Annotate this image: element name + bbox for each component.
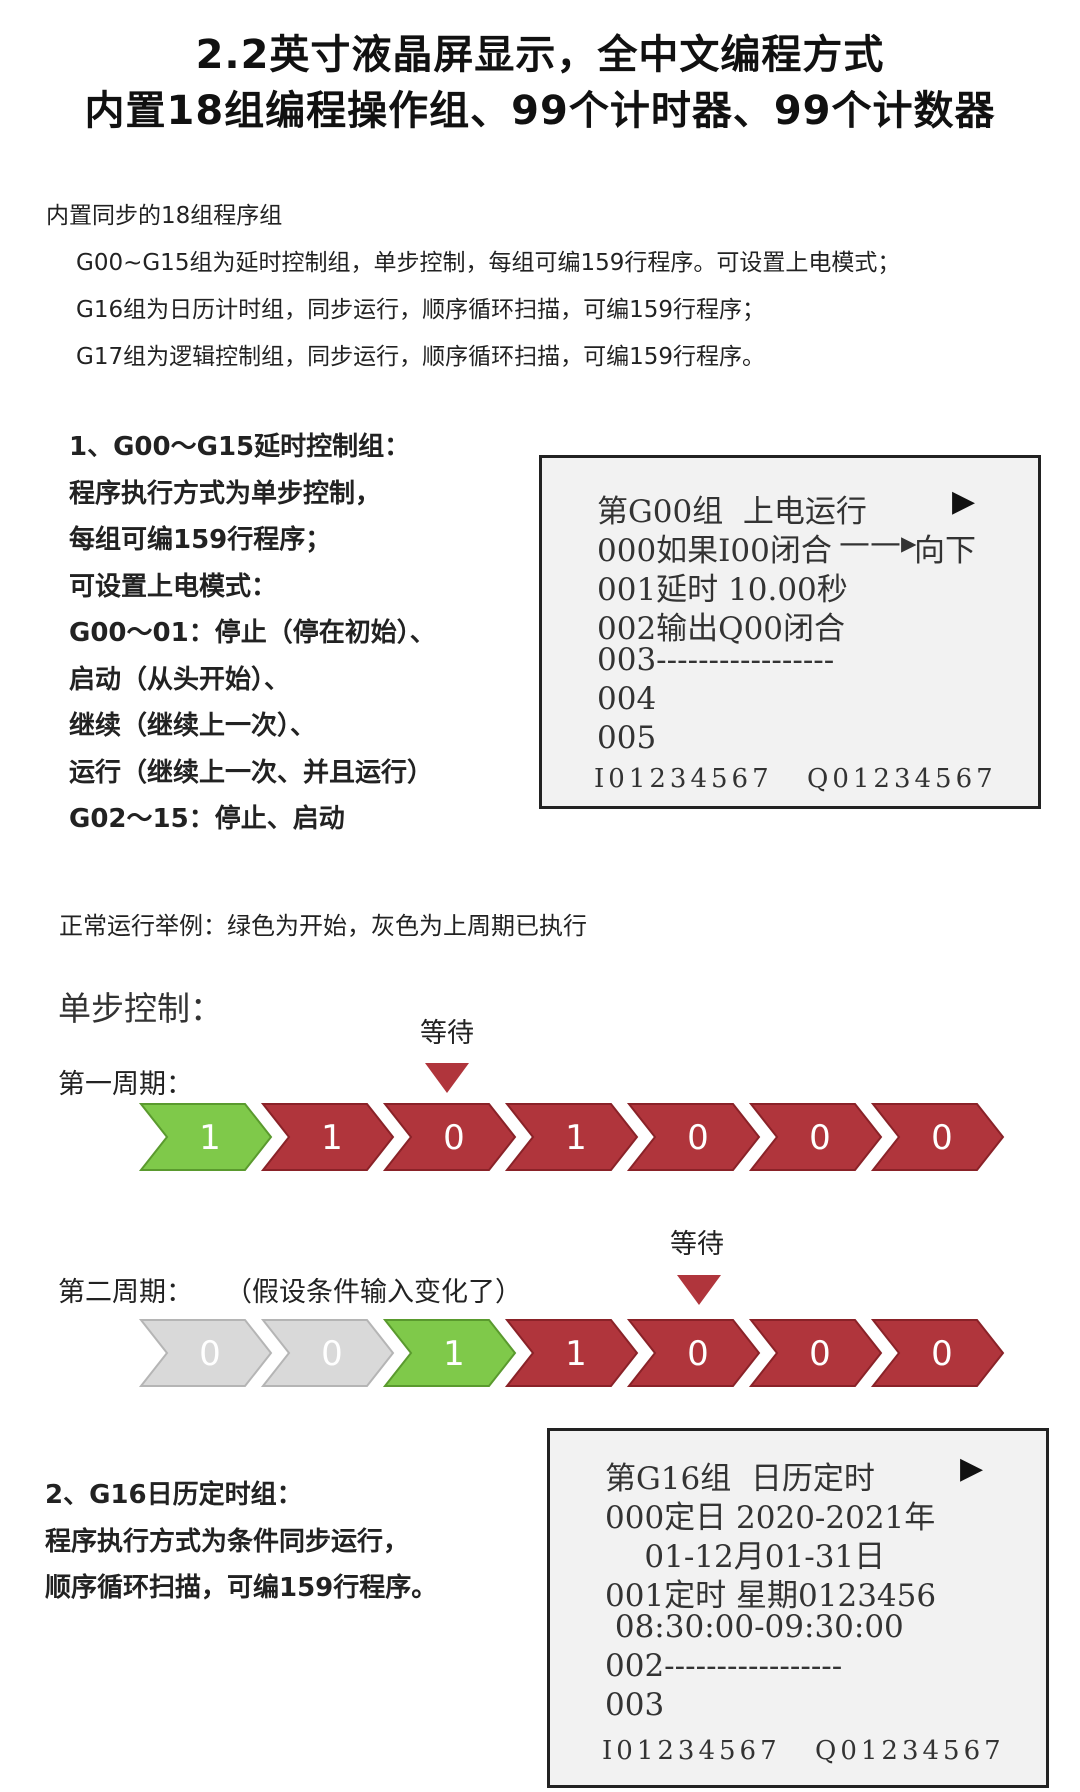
chevron-value: 0 (809, 1334, 831, 1374)
cycle1-row: 1 1 0 1 0 0 0 (0, 1102, 1080, 1172)
chevron-value: 0 (443, 1118, 465, 1158)
lcd-line: 08:30:00-09:30:00 (605, 1609, 904, 1645)
chevron-shape (870, 1319, 1005, 1387)
step-chevron: 0 (870, 1103, 1005, 1171)
section1-line: 程序执行方式为单步控制， (69, 478, 382, 509)
lcd-header: 第G16组 日历定时 (605, 1461, 875, 1497)
lcd-line: 002----------------- (605, 1648, 843, 1684)
lcd-io-inputs: I01234567 (602, 1736, 781, 1766)
section1-line: 每组可编159行程序； (69, 525, 332, 555)
step-chevron: 1 (504, 1103, 639, 1171)
chevron-shape (748, 1319, 883, 1387)
example-caption: 正常运行举例：绿色为开始，灰色为上周期已执行 (59, 912, 587, 940)
chevron-shape (138, 1103, 273, 1171)
chevron-shape (260, 1319, 395, 1387)
step-chevron: 0 (626, 1319, 761, 1387)
chevron-value: 0 (931, 1334, 953, 1374)
wait-label-1: 等待 (420, 1018, 474, 1049)
cycle1-label: 第一周期： (58, 1069, 193, 1100)
step-chevron: 0 (138, 1319, 273, 1387)
section2-line: 顺序循环扫描，可编159行程序。 (45, 1573, 438, 1603)
cycle2-chevrons: 0 0 1 1 0 0 0 (138, 1319, 1005, 1387)
intro-line: G00~G15组为延时控制组，单步控制，每组可编159行程序。可设置上电模式； (76, 250, 901, 276)
section1-line: 继续（继续上一次）、 (69, 711, 317, 741)
wait-marker-1 (425, 1063, 469, 1093)
section1-line: G02～15：停止、启动 (69, 804, 345, 834)
wait-label-2: 等待 (670, 1229, 724, 1260)
section2-line: 程序执行方式为条件同步运行， (45, 1526, 410, 1557)
chevron-shape (626, 1319, 761, 1387)
chevron-value: 0 (809, 1118, 831, 1158)
cycle2-note: （假设条件输入变化了） (225, 1277, 522, 1308)
lcd-line: 001延时 10.00秒 (597, 572, 848, 608)
lcd-screen-g00: 第G00组 上电运行 ▶ 000如果I00闭合 ——▸ 向下 001延时 10.… (539, 455, 1041, 809)
section1-line: 启动（从头开始）、 (69, 664, 291, 695)
step-chevron: 1 (382, 1319, 517, 1387)
section2-line: 2、G16日历定时组： (45, 1480, 303, 1510)
cycle2-row: 0 0 1 1 0 0 0 (0, 1318, 1080, 1388)
lcd-line: 003----------------- (597, 642, 835, 678)
chevron-value: 1 (565, 1334, 587, 1374)
step-chevron: 0 (748, 1319, 883, 1387)
lcd-line: 004 (597, 681, 657, 717)
chevron-shape (138, 1319, 273, 1387)
chevron-shape (504, 1103, 639, 1171)
chevron-value: 1 (443, 1334, 465, 1374)
section1-text: 1、G00～G15延时控制组： 程序执行方式为单步控制， 每组可编159行程序；… (69, 424, 436, 843)
step-chevron: 0 (382, 1103, 517, 1171)
lcd-line: 向下 (914, 533, 976, 569)
step-control-title: 单步控制： (58, 989, 223, 1028)
lcd-line: 01-12月01-31日 (605, 1539, 886, 1575)
lcd-line: 002输出Q00闭合 (597, 611, 846, 647)
play-icon: ▶ (952, 484, 976, 519)
chevron-value: 0 (687, 1334, 709, 1374)
chevron-value: 0 (931, 1118, 953, 1158)
intro-line: G17组为逻辑控制组，同步运行，顺序循环扫描，可编159行程序。 (76, 344, 765, 370)
intro-line: G16组为日历计时组，同步运行，顺序循环扫描，可编159行程序； (76, 297, 765, 323)
step-chevron: 0 (260, 1319, 395, 1387)
intro-heading: 内置同步的18组程序组 (46, 203, 283, 229)
chevron-shape (626, 1103, 761, 1171)
lcd-io-outputs: Q01234567 (807, 764, 997, 794)
lcd-line: 001定时 星期0123456 (605, 1578, 937, 1614)
cycle2-label: 第二周期： (58, 1277, 193, 1308)
step-chevron: 1 (138, 1103, 273, 1171)
page-title-line2: 内置18组编程操作组、99个计时器、99个计数器 (84, 88, 996, 134)
step-chevron: 1 (260, 1103, 395, 1171)
lcd-line: 003 (605, 1687, 665, 1723)
page-title-line1: 2.2英寸液晶屏显示，全中文编程方式 (195, 32, 885, 78)
chevron-value: 1 (199, 1118, 221, 1158)
lcd-line: 000如果I00闭合 (597, 533, 832, 569)
section1-line: G00～01：停止（停在初始）、 (69, 618, 436, 648)
step-chevron: 0 (870, 1319, 1005, 1387)
lcd-line: 005 (597, 720, 657, 756)
chevron-shape (260, 1103, 395, 1171)
step-chevron: 0 (626, 1103, 761, 1171)
arrow-right-icon: ——▸ (839, 525, 917, 561)
chevron-shape (382, 1103, 517, 1171)
lcd-line: 000定日 2020-2021年 (605, 1500, 936, 1536)
step-chevron: 0 (748, 1103, 883, 1171)
chevron-value: 0 (687, 1118, 709, 1158)
chevron-shape (870, 1103, 1005, 1171)
chevron-value: 1 (565, 1118, 587, 1158)
chevron-shape (504, 1319, 639, 1387)
section1-line: 可设置上电模式： (69, 571, 278, 602)
cycle1-chevrons: 1 1 0 1 0 0 0 (138, 1103, 1005, 1171)
chevron-value: 1 (321, 1118, 343, 1158)
chevron-shape (748, 1103, 883, 1171)
section2-text: 2、G16日历定时组： 程序执行方式为条件同步运行， 顺序循环扫描，可编159行… (45, 1472, 437, 1612)
step-chevron: 1 (504, 1319, 639, 1387)
lcd-header: 第G00组 上电运行 (597, 494, 867, 530)
chevron-shape (382, 1319, 517, 1387)
section1-line: 运行（继续上一次、并且运行） (69, 757, 434, 788)
wait-marker-2 (677, 1275, 721, 1305)
chevron-value: 0 (199, 1334, 221, 1374)
chevron-value: 0 (321, 1334, 343, 1374)
lcd-screen-g16: 第G16组 日历定时 ▶ 000定日 2020-2021年 01-12月01-3… (547, 1428, 1049, 1788)
play-icon: ▶ (960, 1451, 984, 1486)
lcd-io-inputs: I01234567 (594, 764, 773, 794)
lcd-io-outputs: Q01234567 (815, 1736, 1005, 1766)
section1-line: 1、G00～G15延时控制组： (69, 432, 411, 462)
